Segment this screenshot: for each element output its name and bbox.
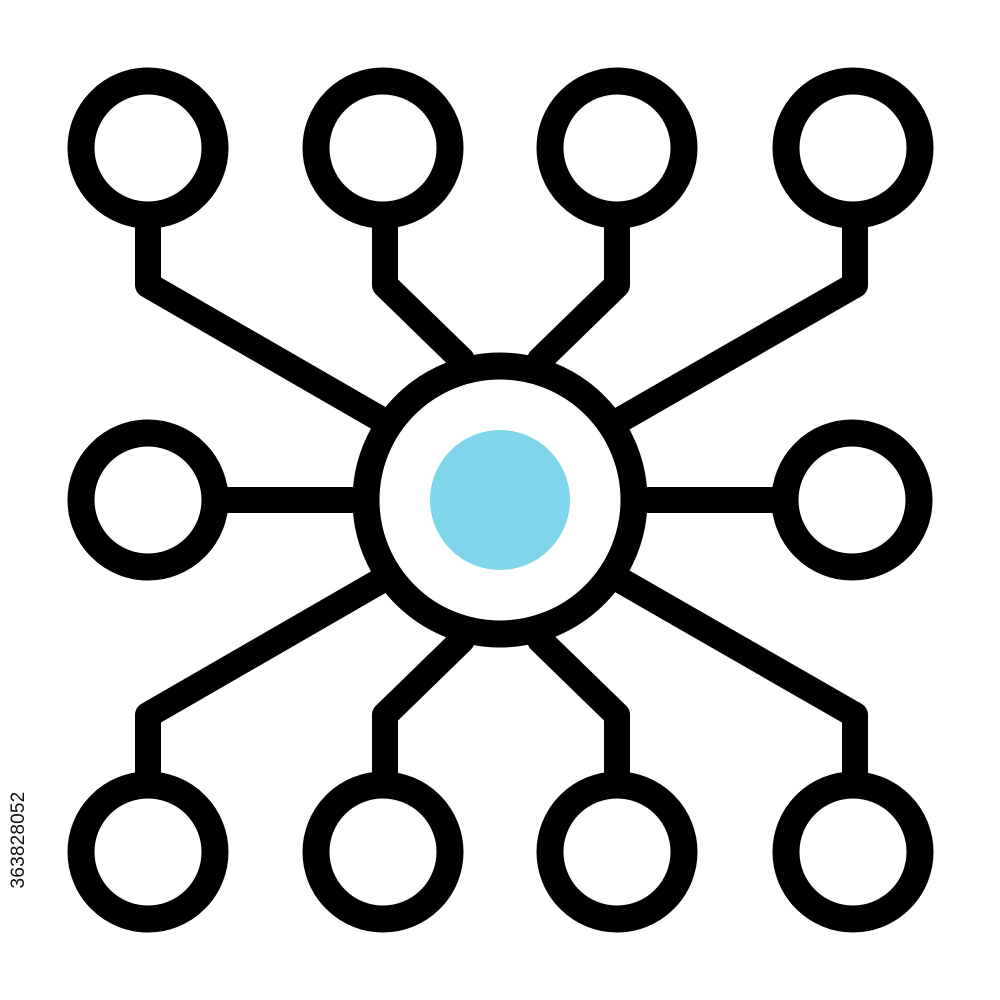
node-top-1 [67,67,229,229]
connector-top-4 [607,205,868,433]
watermark-id: 363828052 [8,791,29,889]
connector-bottom-1 [135,567,395,795]
connector-bottom-4 [607,567,868,795]
watermark-id-container: 363828052 [3,760,35,920]
node-right [771,419,933,581]
connector-top-1 [135,205,395,433]
connector-lines [135,205,868,795]
connector-top-3 [527,205,630,373]
node-bottom-3 [536,771,698,933]
hub-core [430,430,570,570]
node-bottom-4 [772,771,934,933]
node-bottom-2 [302,771,464,933]
node-bottom-1 [67,771,229,933]
node-top-3 [536,67,698,229]
node-top-4 [772,67,934,229]
node-left [67,419,229,581]
outer-nodes [67,67,934,933]
node-top-2 [302,67,464,229]
connector-bottom-3 [527,627,630,795]
connector-top-2 [372,205,475,373]
connector-bottom-2 [372,627,475,795]
